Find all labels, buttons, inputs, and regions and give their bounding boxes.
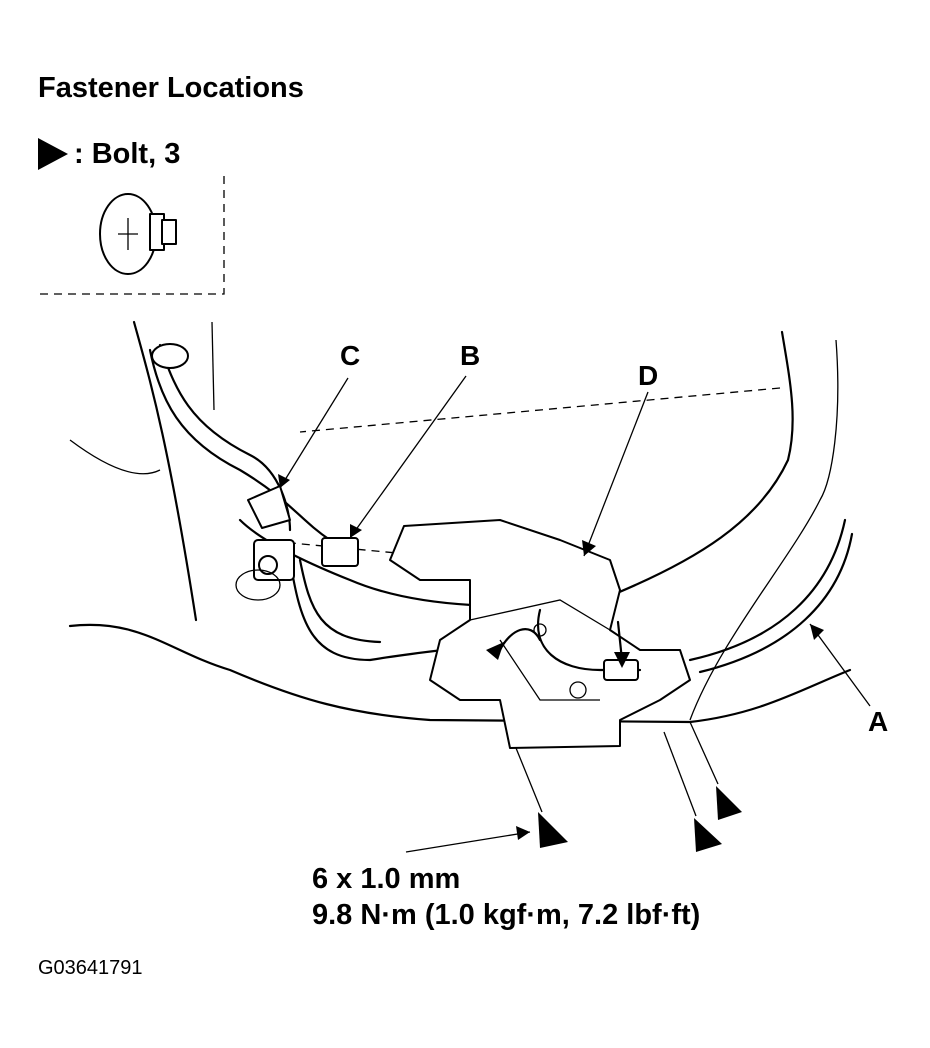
legend-triangle-icon	[38, 138, 68, 170]
legend-bolt-label: : Bolt, 3	[74, 138, 181, 170]
callout-a: A	[868, 706, 889, 737]
callout-b: B	[460, 340, 481, 371]
callout-d: D	[638, 360, 659, 391]
connector-b	[321, 537, 359, 567]
weatherstrip	[688, 518, 854, 674]
clip-c	[247, 485, 291, 529]
bolt-triangle-icon	[694, 818, 722, 852]
leader-lines	[278, 375, 871, 853]
door-lock-actuator	[389, 519, 691, 749]
bolt-triangle-icon	[716, 786, 742, 820]
bolt-size-spec: 6 x 1.0 mm	[312, 863, 461, 895]
bolt-triangle-icon	[538, 812, 568, 848]
figure-code: G03641791	[38, 957, 143, 979]
torque-spec: 9.8 N·m (1.0 kgf·m, 7.2 lbf·ft)	[312, 899, 701, 931]
bolt-illustration	[38, 176, 225, 295]
callout-c: C	[340, 340, 361, 371]
diagram-title: Fastener Locations	[38, 72, 304, 104]
wire-harness	[148, 343, 502, 662]
